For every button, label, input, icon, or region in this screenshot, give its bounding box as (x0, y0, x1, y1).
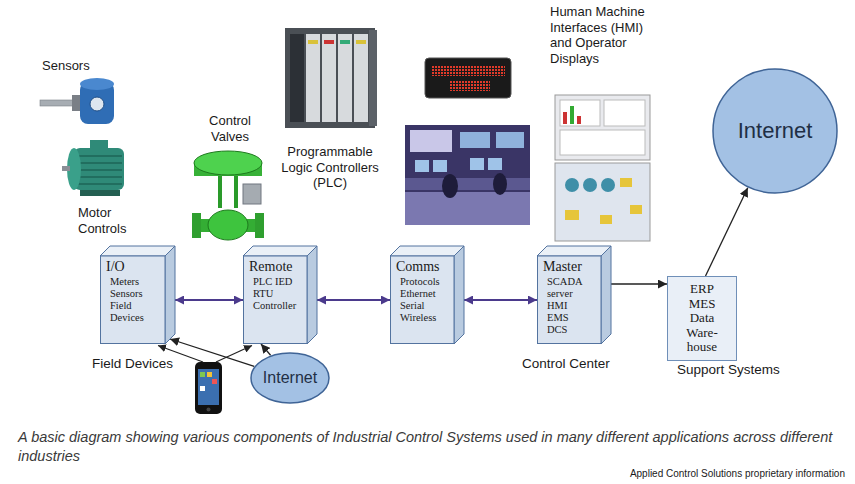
connector-arrow (170, 339, 254, 366)
component-box: RemotePLC IED RTU Controller (243, 246, 317, 344)
node-heading: ERP MES Data Ware- house (686, 282, 717, 355)
motor-picture (62, 140, 124, 196)
part-label: Sensors (42, 58, 90, 74)
network-cloud: Internet (250, 352, 330, 404)
component-box: MasterSCADA server HMI EMS DCS (537, 246, 611, 344)
connector-arrow (464, 299, 537, 301)
group-label: Support Systems (677, 362, 780, 378)
plc-picture (285, 28, 377, 128)
node-body: Meters Sensors Field Devices (106, 276, 144, 324)
support-box: ERP MES Data Ware- house (667, 276, 737, 361)
part-label: Programmable Logic Controllers (PLC) (278, 144, 382, 191)
connector-arrow (175, 299, 243, 301)
node-body: PLC IED RTU Controller (249, 276, 296, 312)
component-box: I/OMeters Sensors Field Devices (100, 246, 175, 344)
node-body: SCADA server HMI EMS DCS (543, 276, 582, 336)
network-cloud: Internet (712, 68, 838, 194)
node-heading: Comms (396, 259, 449, 275)
part-label: Human Machine Interfaces (HMI) and Opera… (550, 4, 662, 66)
node-body: Protocols Ethernet Serial Wireless (396, 276, 440, 324)
node-heading: Internet (738, 118, 813, 144)
part-label: Motor Controls (78, 205, 140, 236)
proprietary-note: Applied Control Solutions proprietary in… (595, 468, 845, 480)
hmi-screens (555, 95, 650, 241)
node-heading: Master (543, 259, 596, 275)
node-heading: I/O (106, 259, 160, 275)
valve-picture (192, 151, 264, 240)
connector-arrow (706, 188, 748, 276)
control-room-photo (405, 125, 530, 225)
phone-picture (195, 362, 222, 414)
connector-arrow (261, 344, 271, 355)
group-label: Control Center (522, 356, 610, 372)
node-heading: Remote (249, 259, 302, 275)
node-heading: Internet (263, 369, 317, 387)
connector-arrow (611, 283, 667, 284)
figure-caption: A basic diagram showing various componen… (18, 428, 848, 466)
sensor-picture (40, 78, 114, 124)
group-label: Field Devices (92, 356, 173, 372)
led-sign-picture (425, 58, 511, 98)
component-box: CommsProtocols Ethernet Serial Wireless (390, 246, 464, 344)
part-label: Control Valves (198, 113, 262, 144)
connector-arrow (317, 299, 390, 301)
